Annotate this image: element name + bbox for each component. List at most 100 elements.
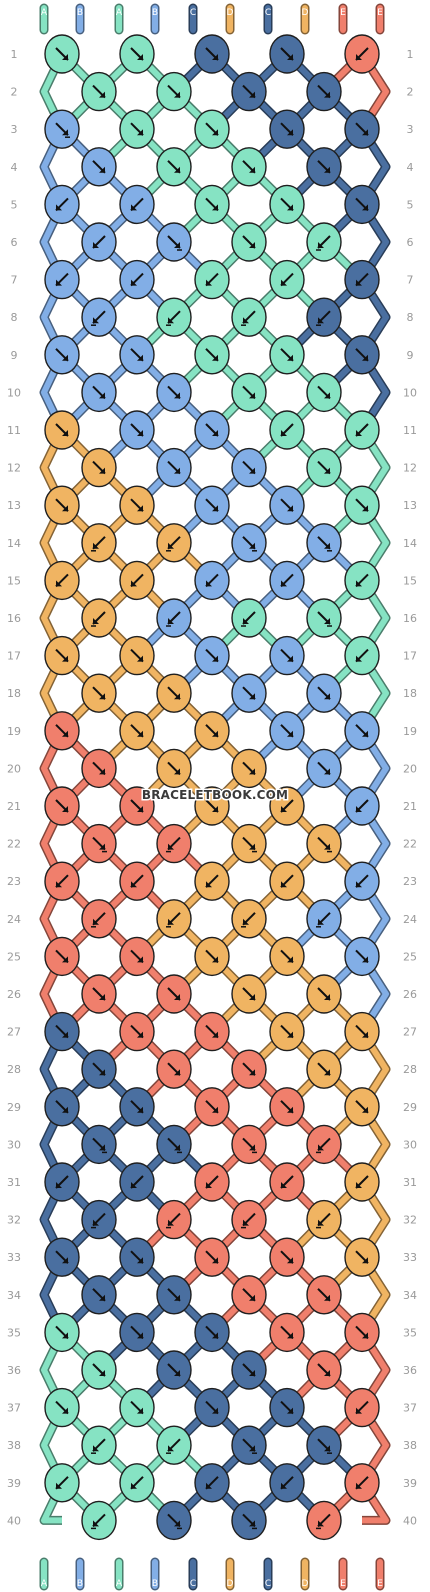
knot-arrow-head (137, 1031, 143, 1038)
knot-arrow-head (174, 467, 180, 474)
knot-arrow-head (62, 430, 68, 436)
knot-arrow-head (356, 1482, 362, 1489)
knot (81, 523, 117, 563)
knot (81, 447, 117, 488)
knot-arrow-head (243, 918, 249, 925)
knot-arrow-head (137, 956, 143, 963)
row-number-right: 37 (403, 1402, 417, 1415)
knot-arrow-head (249, 542, 255, 549)
knot-arrow-head (249, 166, 255, 173)
knot-arrow-head (249, 693, 255, 700)
knot-arrow-head (249, 392, 255, 399)
knot-arrow-head (62, 129, 68, 136)
knot (231, 598, 267, 638)
knot-arrow-head (93, 542, 99, 549)
knot-arrow-head (62, 1106, 68, 1113)
knot (81, 598, 117, 638)
knot (194, 861, 230, 901)
strand-label-bottom: D (227, 1579, 234, 1589)
row-number-left: 37 (7, 1402, 21, 1415)
knot-arrow-head (137, 655, 143, 662)
row-number-right: 26 (403, 988, 417, 1001)
knot-arrow-head (249, 1069, 255, 1076)
knot (306, 598, 342, 638)
knot (156, 1500, 192, 1541)
knot (231, 1124, 267, 1165)
knot (194, 485, 230, 525)
row-number-left: 9 (11, 349, 18, 362)
knot-arrow-head (168, 918, 174, 925)
knot-arrow-head (287, 1407, 293, 1414)
knot-arrow-head (362, 204, 368, 211)
knot-arrow-head (99, 166, 105, 173)
knot (306, 1350, 342, 1390)
knot (44, 786, 80, 826)
row-number-left: 24 (7, 913, 21, 926)
row-number-left: 38 (7, 1439, 21, 1452)
knot (81, 1124, 117, 1165)
knot-arrow-head (287, 1031, 293, 1038)
knot-arrow-head (356, 1182, 362, 1188)
knot-arrow-head (99, 1069, 105, 1076)
knot (81, 1350, 117, 1390)
strand-label-top: E (377, 8, 383, 18)
knot-arrow-head (287, 1106, 293, 1113)
knot (156, 71, 192, 112)
knot (194, 936, 230, 977)
knot-arrow-head (356, 580, 362, 587)
knot-arrow-head (324, 1069, 330, 1076)
knot (194, 34, 230, 74)
knot-arrow-head (324, 91, 330, 98)
knot-arrow-head (318, 918, 324, 925)
knot-layer (44, 34, 380, 1541)
knot-arrow-head (137, 430, 143, 436)
row-number-left: 39 (7, 1477, 21, 1490)
knot-arrow-head (362, 956, 368, 963)
knot-arrow-head (212, 354, 218, 361)
knot (306, 899, 342, 939)
knot-arrow-head (281, 1482, 287, 1489)
knot (119, 1237, 155, 1277)
knot (81, 823, 117, 864)
knot (119, 1162, 155, 1202)
knot (194, 109, 230, 149)
knot (306, 748, 342, 789)
knot (344, 1312, 380, 1353)
knot (44, 1387, 80, 1428)
knot-arrow-head (324, 392, 330, 399)
knot-arrow-head (99, 843, 105, 850)
knot-arrow-head (93, 1520, 99, 1527)
knot (156, 297, 192, 337)
knot (194, 711, 230, 751)
knot-arrow-head (212, 430, 218, 436)
knot (156, 1425, 192, 1465)
knot-arrow-head (174, 1294, 180, 1301)
knot (44, 1087, 80, 1127)
knot-arrow-head (168, 542, 174, 549)
knot (269, 184, 305, 225)
knot-arrow-head (99, 392, 105, 399)
row-number-left: 33 (7, 1251, 21, 1264)
knot-arrow-head (174, 1069, 180, 1076)
knot (269, 1162, 305, 1202)
knot-arrow-head (168, 1219, 174, 1226)
knot (156, 974, 192, 1014)
knot-arrow-head (281, 1182, 287, 1188)
knot-arrow-head (318, 1144, 324, 1151)
knot (156, 823, 192, 864)
knot-arrow-head (362, 354, 368, 361)
knot-arrow-head (131, 881, 137, 888)
knot (44, 1011, 80, 1052)
knot (44, 485, 80, 525)
knot-arrow-head (99, 1370, 105, 1376)
row-number-right: 30 (403, 1138, 417, 1151)
knot (231, 823, 267, 864)
row-number-left: 26 (7, 988, 21, 1001)
row-number-right: 40 (403, 1514, 417, 1527)
knot (156, 673, 192, 713)
row-number-right: 35 (403, 1326, 417, 1339)
knot-arrow-head (324, 1445, 330, 1452)
knot (156, 598, 192, 638)
knot (156, 1350, 192, 1390)
knot (119, 635, 155, 676)
